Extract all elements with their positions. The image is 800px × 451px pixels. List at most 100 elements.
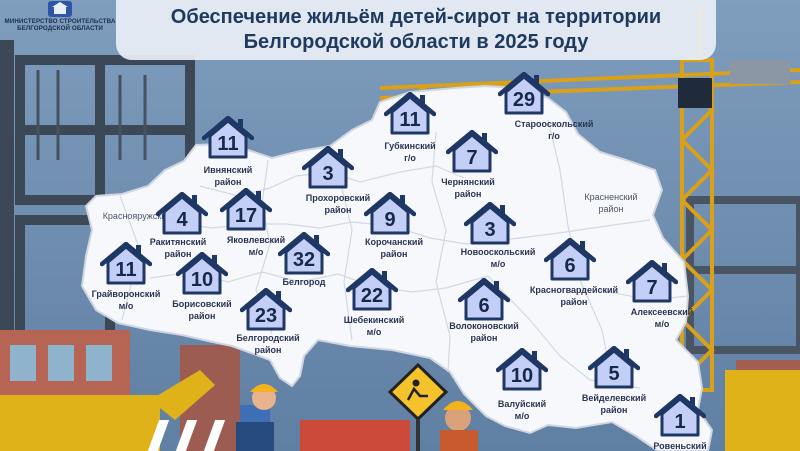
district-type: район — [324, 205, 352, 215]
district-name: Валуйский — [497, 399, 547, 409]
house-icon — [100, 242, 152, 285]
district-type: район — [560, 297, 588, 307]
district-marker-rovensky: 1 — [654, 394, 706, 438]
district-marker-starooskolsky: 29 — [498, 72, 550, 116]
district-marker-valuysky: 10 — [496, 348, 548, 392]
orphan-housing-count: 4 — [176, 209, 188, 231]
house-icon — [220, 188, 272, 231]
orphan-housing-count: 11 — [217, 133, 239, 155]
district-label-gubkinsky: Губкинский г/о — [335, 140, 485, 164]
excavator — [0, 395, 160, 451]
district-name: Волоконовский — [449, 321, 519, 331]
district-type: район — [380, 249, 408, 259]
district-name: Прохоровский — [305, 193, 371, 203]
district-name: Яковлевский — [226, 235, 286, 245]
district-type: м/о — [248, 247, 264, 257]
district-type: м/о — [118, 301, 134, 311]
district-marker-ivnyansky: 11 — [202, 116, 254, 160]
orphan-housing-count: 1 — [674, 411, 686, 433]
house-icon — [364, 192, 416, 235]
district-name: Чернянский — [441, 177, 495, 187]
district-name: Ровеньский — [653, 441, 707, 451]
orphan-housing-count: 9 — [384, 209, 396, 231]
orphan-housing-count: 22 — [360, 285, 384, 307]
district-type: м/о — [514, 411, 530, 421]
ministry-logo: МИНИСТЕРСТВО СТРОИТЕЛЬСТВА БЕЛГОРОДСКОЙ … — [4, 0, 116, 40]
district-marker-shebekinsky: 22 — [346, 268, 398, 312]
house-icon — [498, 72, 550, 115]
district-name: Алексеевский — [630, 307, 694, 317]
house-icon — [544, 238, 596, 281]
district-label-alekseevsky: Алексеевский м/о — [587, 306, 737, 330]
orphan-housing-count: 17 — [234, 205, 258, 227]
district-marker-chernyansky: 7 — [446, 130, 498, 174]
worker-right — [440, 401, 478, 451]
house-icon — [278, 232, 330, 275]
district-name: Ивнянский — [203, 165, 253, 175]
district-marker-belgorod: 32 — [278, 232, 330, 276]
district-type: м/о — [490, 259, 506, 269]
district-marker-graivoronsky: 11 — [100, 242, 152, 286]
page-title-line-2: Белгородской области в 2025 году — [243, 31, 589, 53]
district-type: район — [254, 345, 282, 355]
barrier — [300, 420, 410, 451]
district-type: район — [188, 311, 216, 321]
district-marker-volokonovsky: 6 — [458, 278, 510, 322]
orphan-housing-count: 6 — [478, 295, 490, 317]
orphan-housing-count: 32 — [292, 249, 316, 271]
district-label-prokhorovsky: Прохоровский район — [263, 192, 413, 216]
district-name: Борисовский — [172, 299, 232, 309]
house-icon — [176, 252, 228, 295]
district-marker-rakityansky: 4 — [156, 192, 208, 236]
district-type: м/о — [654, 319, 670, 329]
district-name: Вейделевский — [581, 393, 647, 403]
district-type: район — [214, 177, 242, 187]
house-icon — [496, 348, 548, 391]
orphan-housing-count: 29 — [512, 89, 536, 111]
logo-line-1: МИНИСТЕРСТВО СТРОИТЕЛЬСТВА — [4, 18, 116, 25]
district-label-borisovsky: Борисовский район — [127, 298, 277, 322]
district-label-korochansky: Корочанский район — [319, 236, 469, 260]
district-name: Губкинский — [384, 141, 436, 151]
orphan-housing-count: 23 — [254, 305, 278, 327]
title-banner: Обеспечение жильём детей-сирот на террит… — [116, 0, 716, 60]
district-marker-yakovlevsky: 17 — [220, 188, 272, 232]
district-marker-borisovsky: 10 — [176, 252, 228, 296]
district-label-yakovlevsky: Яковлевский м/о — [181, 234, 331, 258]
district-type: г/о — [404, 153, 416, 163]
orphan-housing-count: 10 — [190, 269, 214, 291]
region-shape — [80, 84, 714, 451]
district-label-rovensky: Ровеньский — [605, 440, 755, 451]
house-icon — [240, 288, 292, 331]
house-icon — [302, 146, 354, 189]
crane-cab — [678, 78, 712, 108]
district-label-krasnensky: Красненский — [584, 192, 638, 202]
orphan-housing-count: 5 — [608, 363, 620, 385]
district-name: Корочанский — [364, 237, 423, 247]
house-icon — [384, 92, 436, 135]
orphan-housing-count: 3 — [322, 163, 334, 185]
district-label-krasnoyaruzhsky: Краснояружский — [102, 211, 172, 221]
district-label-ivnyansky: Ивнянский район — [153, 164, 303, 188]
roadwork-sign — [387, 362, 449, 451]
logo-line-2: БЕЛГОРОДСКОЙ ОБЛАСТИ — [17, 25, 103, 32]
orphan-housing-count: 11 — [399, 109, 421, 131]
house-icon — [156, 192, 208, 235]
district-name: Шебекинский — [343, 315, 405, 325]
district-marker-novooskolsky: 3 — [464, 202, 516, 246]
district-marker-veydelevsky: 5 — [588, 346, 640, 390]
page-title-line-1: Обеспечение жильём детей-сирот на террит… — [170, 6, 662, 28]
house-icon — [654, 394, 706, 437]
logo-emblem-icon — [48, 1, 72, 17]
district-label-volokonovsky: Волоконовский район — [409, 320, 559, 344]
district-label-valuysky: Валуйский м/о — [447, 398, 597, 422]
district-type: район — [470, 333, 498, 343]
